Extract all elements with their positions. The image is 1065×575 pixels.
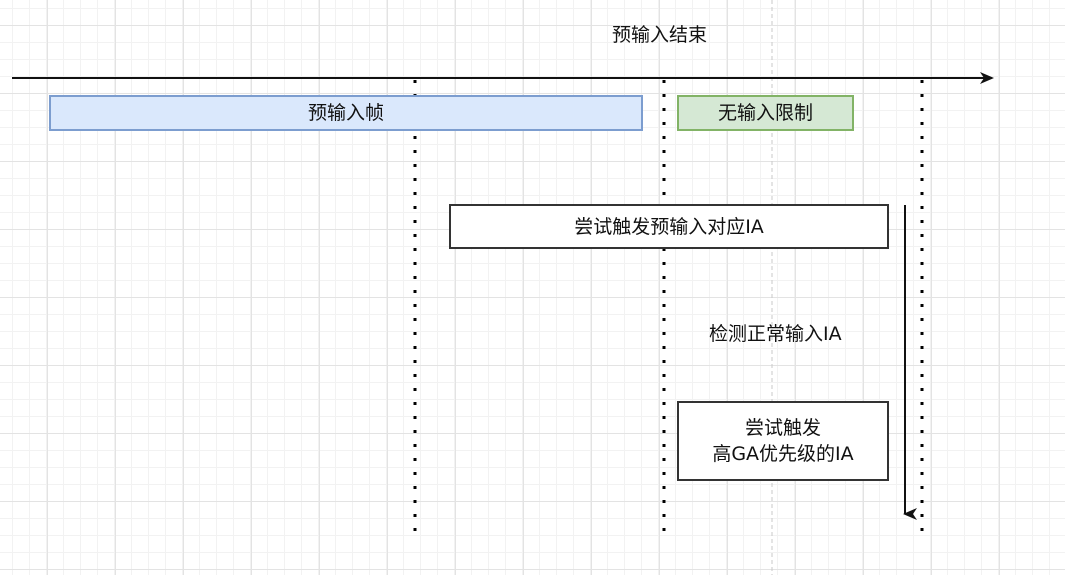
try-trigger-high-priority-line2: 高GA优先级的IA [712,443,854,465]
pre-input-frames-box[interactable]: 预输入帧 [49,95,643,131]
no-input-limit-label: 无输入限制 [717,102,813,124]
pre-input-end-label: 预输入结束 [612,24,708,46]
try-trigger-pre-input-box[interactable]: 尝试触发预输入对应IA [449,204,889,249]
detect-normal-input-label: 检测正常输入IA [709,323,842,345]
try-trigger-high-priority-line1: 尝试触发 [744,417,821,439]
pre-input-frames-label: 预输入帧 [307,102,384,124]
no-input-limit-box[interactable]: 无输入限制 [677,95,854,131]
try-trigger-high-priority-box[interactable]: 尝试触发 高GA优先级的IA [677,401,889,481]
try-trigger-pre-input-label: 尝试触发预输入对应IA [574,215,764,238]
